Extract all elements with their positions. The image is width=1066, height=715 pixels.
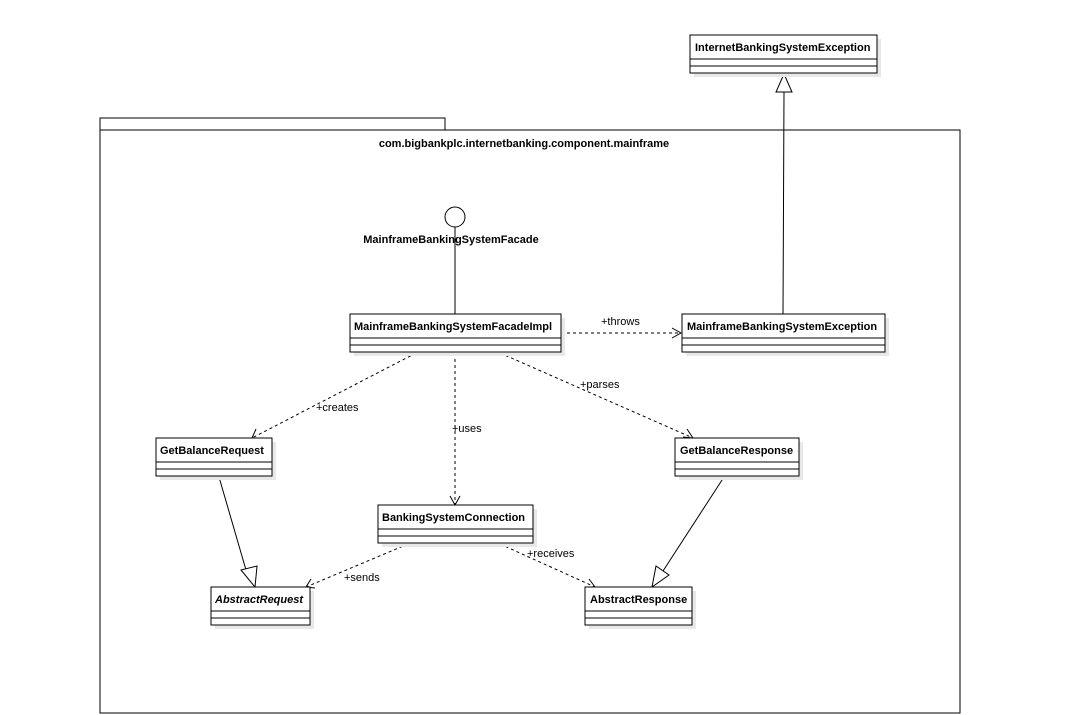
class-name: AbstractRequest [214, 594, 304, 606]
label-uses: +uses [452, 423, 482, 435]
class-name: GetBalanceResponse [680, 445, 793, 457]
class-name: GetBalanceRequest [160, 445, 264, 457]
class-name: BankingSystemConnection [382, 512, 525, 524]
label-throws: +throws [601, 316, 640, 328]
class-abstract-request[interactable]: AbstractRequest [210, 586, 314, 629]
label-parses: +parses [580, 379, 620, 391]
class-internet-banking-system-exception[interactable]: InternetBankingSystemException [689, 34, 881, 77]
class-name: AbstractResponse [590, 594, 687, 606]
class-get-balance-response[interactable]: GetBalanceResponse [674, 437, 803, 480]
generalization-response [651, 476, 725, 589]
label-creates: +creates [316, 402, 359, 414]
label-sends: +sends [344, 572, 380, 584]
class-mainframe-banking-system-exception[interactable]: MainframeBankingSystemException [681, 313, 889, 356]
class-name: MainframeBankingSystemException [687, 321, 877, 333]
dependency-throws [561, 327, 683, 339]
generalization-request [218, 476, 258, 589]
class-banking-system-connection[interactable]: BankingSystemConnection [377, 504, 537, 547]
class-name: MainframeBankingSystemFacadeImpl [354, 321, 552, 333]
interface-name: MainframeBankingSystemFacade [363, 234, 538, 246]
class-mainframe-banking-system-facade-impl[interactable]: MainframeBankingSystemFacadeImpl [349, 313, 565, 356]
interface-circle-icon [444, 206, 466, 228]
generalization-exception [775, 72, 793, 315]
interface-node[interactable]: MainframeBankingSystemFacade [363, 206, 539, 246]
package-name: com.bigbankplc.internetbanking.component… [379, 138, 669, 150]
class-name: InternetBankingSystemException [695, 42, 871, 54]
class-get-balance-request[interactable]: GetBalanceRequest [155, 437, 276, 480]
class-abstract-response[interactable]: AbstractResponse [584, 586, 696, 629]
label-receives: +receives [527, 548, 575, 560]
